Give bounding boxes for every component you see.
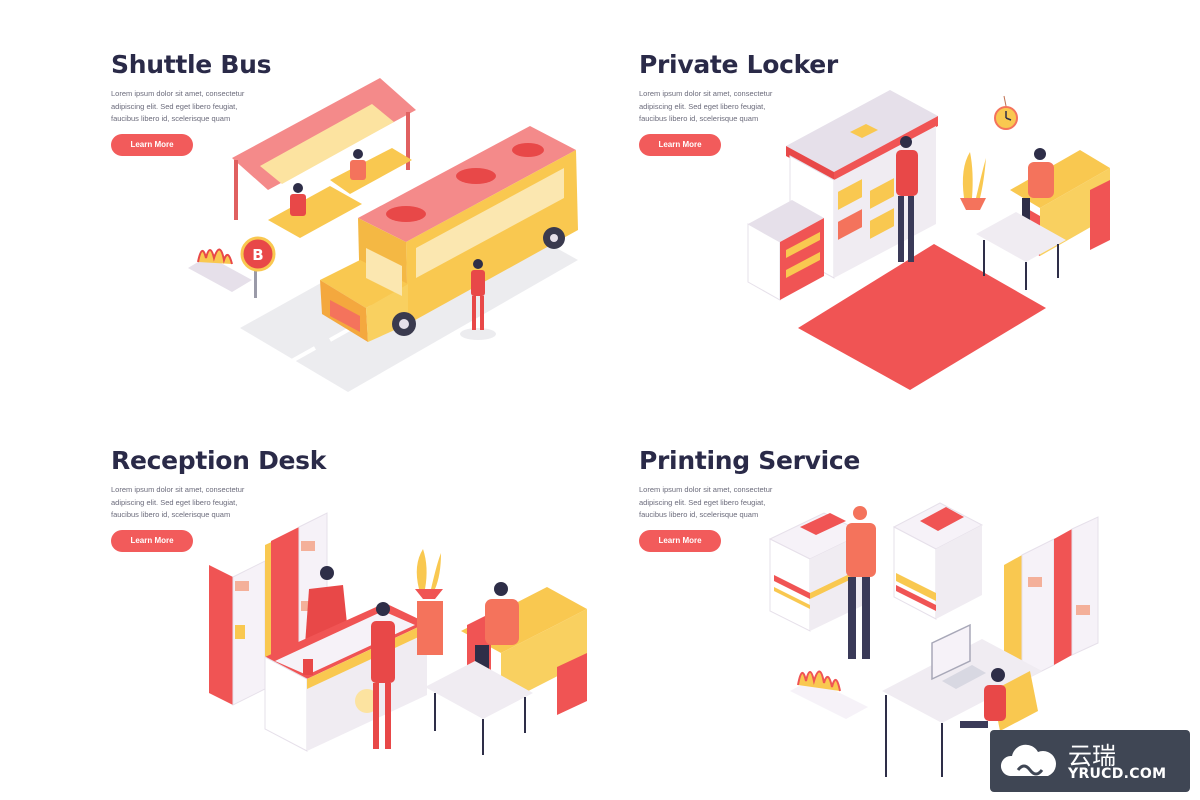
card-description: Lorem ipsum dolor sit amet, consectetur … [111,485,245,519]
bus-stop-sign-letter: B [252,246,263,264]
card-reception-desk: Reception Desk Lorem ipsum dolor sit ame… [111,446,671,800]
learn-more-button[interactable]: Learn More [111,134,193,156]
cloud-icon [1000,744,1056,776]
learn-more-button[interactable]: Learn More [639,134,721,156]
card-shuttle-bus: Shuttle Bus Lorem ipsum dolor sit amet, … [111,50,671,430]
card-title: Shuttle Bus [111,50,272,79]
card-title: Private Locker [639,50,838,79]
private-locker-illustration [747,90,1110,390]
card-description: Lorem ipsum dolor sit amet, consectetur … [111,89,245,123]
watermark-chinese-text: 云瑞 [1068,742,1116,770]
card-description: Lorem ipsum dolor sit amet, consectetur … [639,485,773,519]
shuttle-bus-illustration: B [188,78,578,392]
reception-desk-illustration [209,512,587,755]
card-title: Reception Desk [111,446,327,475]
card-title: Printing Service [639,446,861,475]
watermark-domain-text: YRUCD.COM [1068,766,1167,782]
learn-more-button[interactable]: Learn More [639,530,721,552]
card-printing-service: Printing Service Lorem ipsum dolor sit a… [639,446,1199,800]
card-private-locker: Private Locker Lorem ipsum dolor sit ame… [639,50,1199,430]
card-description: Lorem ipsum dolor sit amet, consectetur … [639,89,773,123]
watermark-badge: 云瑞 YRUCD.COM [990,730,1190,792]
printing-service-illustration [768,502,1099,777]
learn-more-button[interactable]: Learn More [111,530,193,552]
